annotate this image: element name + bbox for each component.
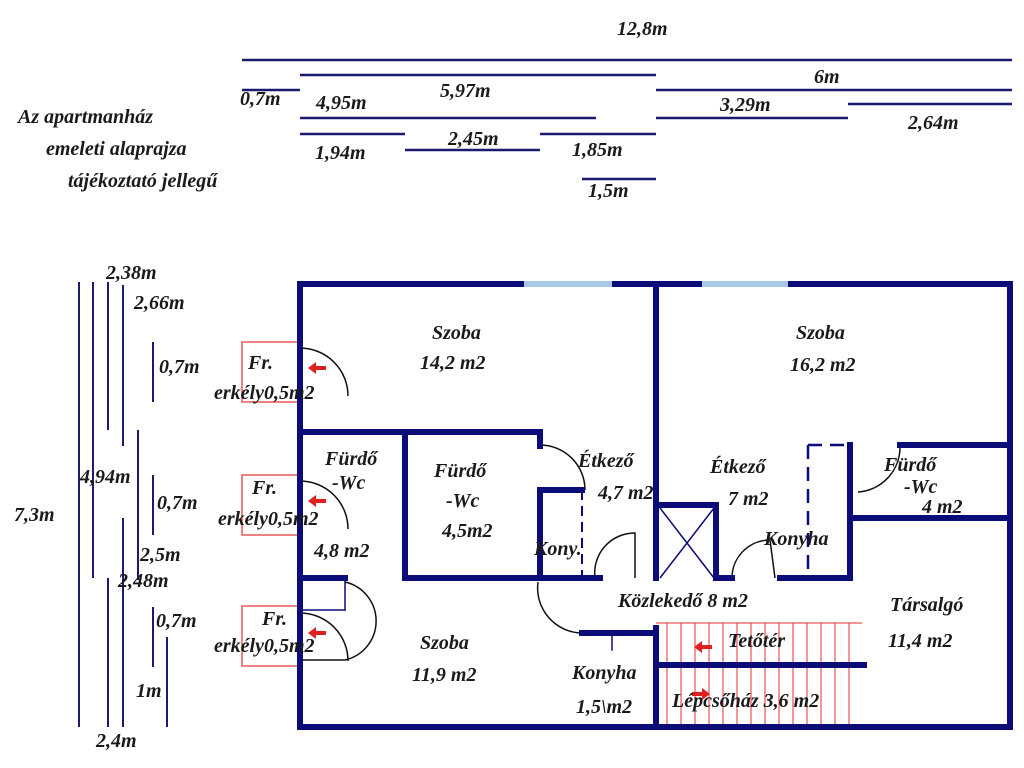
dim-label: 0,7m <box>159 356 200 378</box>
room-area: 1,5\m2 <box>576 696 633 718</box>
room-area: 4,5m2 <box>442 520 493 542</box>
room-area: 11,4 m2 <box>888 630 953 652</box>
dim-label: 2,66m <box>134 292 185 314</box>
arrow-left-icon <box>308 627 326 639</box>
balcony-label: Fr. <box>252 477 278 499</box>
room-name: -Wc <box>446 490 480 512</box>
room-name: Szoba <box>420 632 469 654</box>
dim-label: 12,8m <box>617 18 668 40</box>
room-name: -Wc <box>332 472 366 494</box>
room-name: -Wc <box>904 476 938 498</box>
room-name: Fürdő <box>325 448 378 470</box>
dim-label: 2,4m <box>96 730 137 752</box>
dim-label: 2,5m <box>140 544 181 566</box>
left-dimension-lines <box>78 282 168 727</box>
room-name: Közlekedő 8 m2 <box>618 590 748 612</box>
room-name: Fürdő <box>884 454 937 476</box>
room-area: 4 m2 <box>922 496 963 518</box>
room-area: 4,7 m2 <box>598 482 654 504</box>
arrow-icons <box>308 362 712 700</box>
balcony-label: erkély0,5m2 <box>214 635 315 657</box>
room-name: Szoba <box>432 322 481 344</box>
room-name: Fürdő <box>434 460 487 482</box>
balcony-label: Fr. <box>248 352 274 374</box>
dim-label: 5,97m <box>440 80 491 102</box>
dim-label: 2,48m <box>118 570 169 592</box>
dim-label: 2,45m <box>448 128 499 150</box>
dashed-partition <box>806 443 850 578</box>
room-area: 4,8 m2 <box>314 540 370 562</box>
arrow-left-icon <box>694 641 712 653</box>
dim-label: 1,5m <box>588 180 629 202</box>
dim-label: 1,94m <box>315 142 366 164</box>
lift-shaft <box>659 507 715 579</box>
room-name: Szoba <box>796 322 845 344</box>
dim-label: 0,7m <box>157 492 198 514</box>
room-area: 7 m2 <box>728 488 769 510</box>
arrow-right-icon <box>692 688 710 700</box>
caption-line-1: Az apartmanház <box>18 106 154 128</box>
room-area: 14,2 m2 <box>420 352 486 374</box>
balcony-label: erkély0,5m2 <box>218 508 319 530</box>
dim-label: 0,7m <box>156 610 197 632</box>
room-name: Étkező <box>578 450 634 472</box>
dim-label: 6m <box>814 66 840 88</box>
room-name: Kony. <box>534 538 582 560</box>
room-area: 16,2 m2 <box>790 354 856 376</box>
dim-label: 2,64m <box>908 112 959 134</box>
staircase-hatch <box>656 622 862 727</box>
arrow-left-icon <box>308 495 326 507</box>
dim-label: 7,3m <box>14 504 55 526</box>
room-name: Társalgó <box>890 594 964 616</box>
caption-line-3: tájékoztató jellegű <box>68 170 218 192</box>
dim-label: 4,94m <box>80 466 131 488</box>
room-name: Lépcsőház 3,6 m2 <box>672 690 820 712</box>
caption-line-2: emeleti alaprajza <box>46 138 187 160</box>
room-area: 11,9 m2 <box>412 664 477 686</box>
dim-label: 1,85m <box>572 139 623 161</box>
top-dimension-lines <box>242 58 1012 181</box>
room-name: Konyha <box>572 662 637 684</box>
dim-label: 4,95m <box>316 92 367 114</box>
balcony-label: Fr. <box>262 608 288 630</box>
walls <box>297 281 1013 730</box>
balcony-label: erkély0,5m2 <box>214 382 315 404</box>
room-name: Tetőtér <box>728 630 786 652</box>
dim-label: 0,7m <box>240 88 281 110</box>
room-name: Konyha <box>764 528 829 550</box>
dim-label: 3,29m <box>720 94 771 116</box>
dim-label: 2,38m <box>106 262 157 284</box>
arrow-left-icon <box>308 362 326 374</box>
door-arcs <box>299 347 901 662</box>
room-name: Étkező <box>710 456 766 478</box>
dim-label: 1m <box>136 680 162 702</box>
